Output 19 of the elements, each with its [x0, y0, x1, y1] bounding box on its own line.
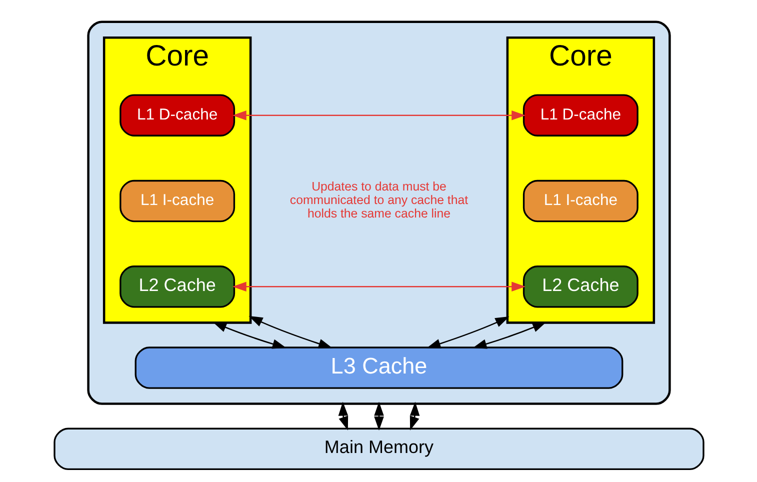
node-box: L1 D-cache — [522, 94, 638, 136]
node-box: L1 I-cache — [522, 180, 638, 222]
arrow — [232, 110, 526, 120]
arrow — [472, 322, 546, 349]
node-box: L1 I-cache — [119, 180, 235, 222]
node-box: L1 D-cache — [119, 94, 235, 136]
arrow — [374, 402, 384, 431]
node-box: L2 Cache — [119, 266, 235, 308]
node-box: L3 Cache — [134, 346, 623, 389]
node-box: L2 Cache — [522, 266, 638, 308]
arrow — [248, 316, 332, 348]
arrow — [338, 402, 348, 430]
arrow — [232, 282, 526, 292]
label: Updates to data must be communicated to any cache that holds the same cache line — [289, 180, 468, 221]
arrow — [426, 316, 509, 348]
arrow — [212, 322, 286, 349]
arrow — [409, 402, 420, 430]
node-box: Main Memory — [53, 428, 704, 470]
cluster — [86, 20, 670, 405]
